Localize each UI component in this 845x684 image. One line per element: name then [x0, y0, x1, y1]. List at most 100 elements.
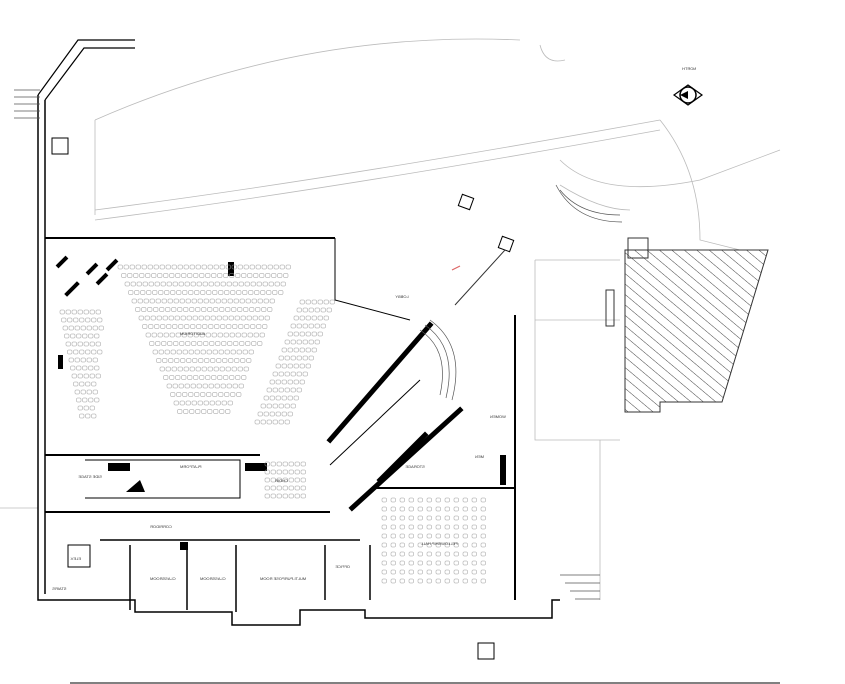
seat	[127, 273, 133, 278]
seat	[314, 339, 320, 345]
seat	[163, 375, 169, 380]
seat	[172, 324, 178, 329]
seat	[176, 392, 182, 397]
seat	[189, 366, 195, 372]
seat	[220, 383, 226, 389]
seat	[234, 358, 240, 363]
seat	[266, 403, 272, 409]
seat	[179, 400, 185, 406]
seat	[190, 324, 196, 329]
seat	[219, 409, 225, 414]
seat	[287, 347, 293, 353]
seat	[209, 298, 215, 304]
seat	[317, 299, 323, 305]
seat	[282, 461, 288, 467]
seat	[267, 264, 273, 270]
seat	[235, 375, 241, 380]
seat	[399, 497, 405, 503]
seat	[133, 273, 139, 278]
seat	[277, 273, 283, 278]
seat	[160, 324, 166, 329]
seat	[139, 273, 145, 278]
seat	[59, 309, 65, 315]
seat	[202, 281, 208, 287]
seat	[381, 533, 387, 539]
seat	[399, 560, 405, 566]
seat	[390, 515, 396, 521]
seat	[294, 461, 300, 467]
seat	[287, 395, 293, 401]
seat	[218, 349, 224, 355]
room-label-stairs: STAIRS	[52, 586, 66, 591]
seat	[95, 341, 101, 347]
seat	[174, 315, 180, 321]
seat	[168, 358, 174, 363]
seat	[282, 493, 288, 499]
seat	[145, 273, 151, 278]
seat	[213, 307, 219, 312]
seat	[417, 569, 423, 575]
seat	[159, 366, 165, 372]
seat	[471, 515, 477, 521]
seat	[188, 290, 194, 295]
seat	[146, 290, 152, 295]
seat	[233, 298, 239, 304]
seat	[417, 524, 423, 530]
seat	[91, 317, 97, 323]
seat	[70, 333, 76, 339]
seat	[187, 375, 193, 380]
seat	[175, 375, 181, 380]
seat	[236, 290, 242, 295]
seat	[288, 469, 294, 475]
seat	[264, 477, 270, 483]
seat	[268, 281, 274, 287]
seat	[142, 324, 148, 329]
seat	[408, 533, 414, 539]
seat	[170, 349, 176, 355]
seat	[293, 347, 299, 353]
seat	[281, 363, 287, 369]
seat	[211, 273, 217, 278]
seat	[399, 524, 405, 530]
seat	[165, 307, 171, 312]
seat	[296, 387, 302, 393]
seat	[269, 379, 275, 385]
seat	[244, 324, 250, 329]
seat	[185, 400, 191, 406]
seat	[302, 355, 308, 361]
seat	[381, 578, 387, 584]
seat	[208, 281, 214, 287]
seat	[219, 307, 225, 312]
seat	[237, 264, 243, 270]
seat	[155, 341, 161, 346]
seat	[462, 560, 468, 566]
seat	[94, 397, 100, 403]
seat	[183, 409, 189, 414]
seat	[276, 477, 282, 483]
seat	[278, 371, 284, 377]
seat	[255, 264, 261, 270]
seat	[308, 355, 314, 361]
seat	[238, 281, 244, 287]
seat	[239, 298, 245, 304]
seat	[284, 371, 290, 377]
seat	[293, 379, 299, 385]
seat	[278, 419, 284, 425]
seat	[453, 569, 459, 575]
seat	[178, 383, 184, 389]
seat	[244, 281, 250, 287]
seat	[288, 485, 294, 491]
seat	[173, 298, 179, 304]
seat	[311, 299, 317, 305]
seat	[207, 307, 213, 312]
seat	[269, 411, 275, 417]
seat	[280, 281, 286, 287]
seat	[215, 298, 221, 304]
seat	[408, 515, 414, 521]
seat	[89, 309, 95, 315]
seat	[417, 515, 423, 521]
room-label-multi-purpose: MULTI-PURPOSE ROOM	[260, 576, 306, 581]
seat	[399, 533, 405, 539]
seat	[276, 493, 282, 499]
seat	[293, 363, 299, 369]
